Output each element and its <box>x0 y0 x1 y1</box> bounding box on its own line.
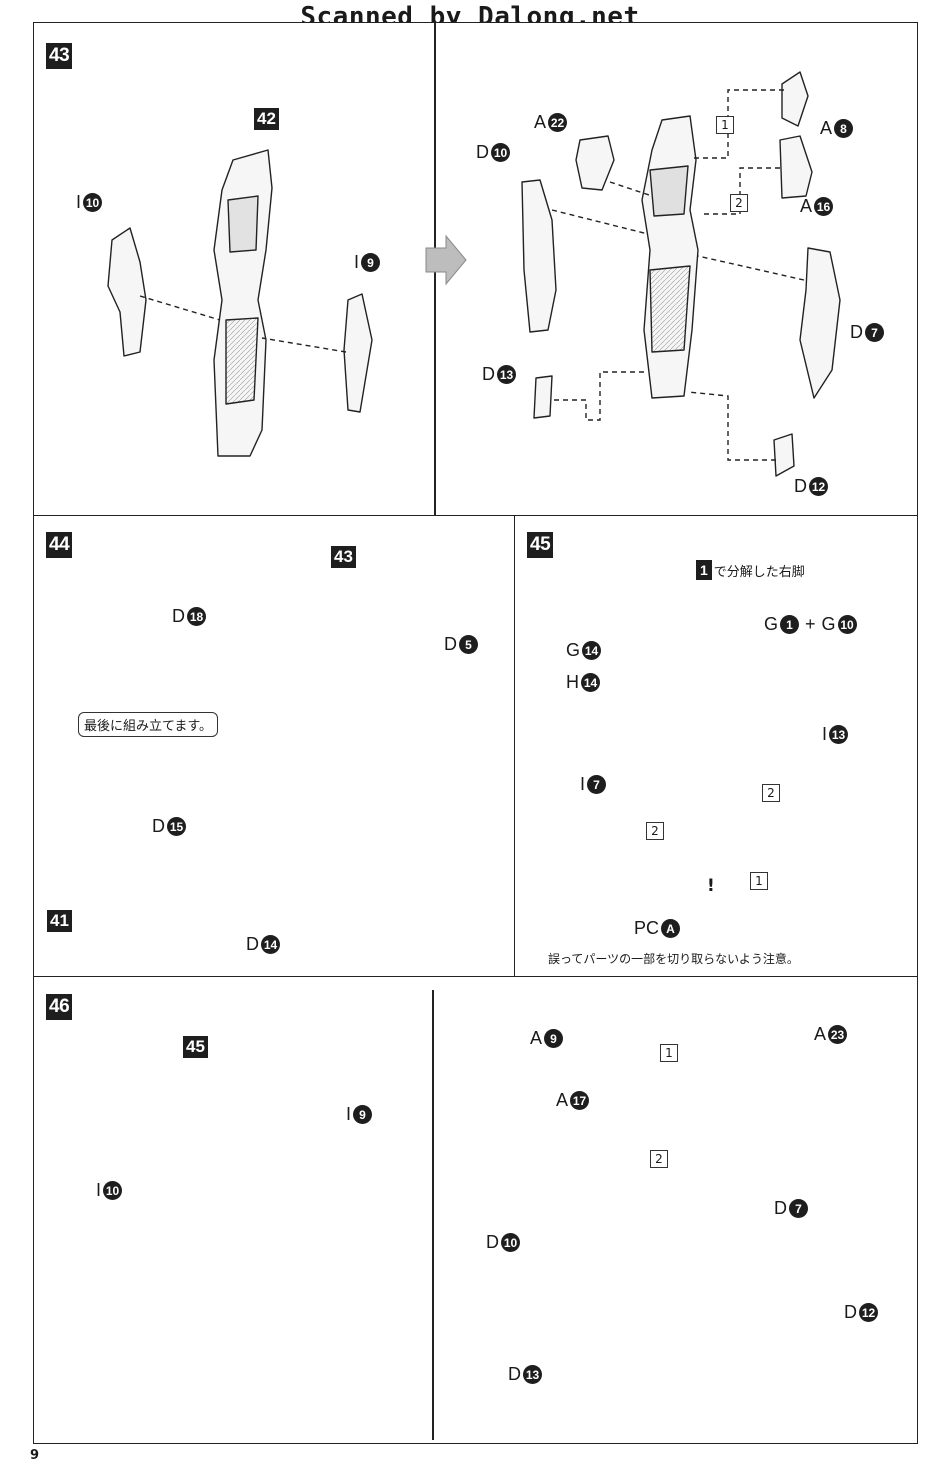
step-46-panel <box>33 976 918 1444</box>
order-1-43: 1 <box>716 116 734 134</box>
step-45-number: 45 <box>527 532 554 558</box>
part-d7-43 <box>799 247 841 399</box>
caution-note: 誤ってパーツの一部を切り取らないよう注意。 <box>548 952 799 966</box>
ref-step-41: 41 <box>47 910 72 932</box>
transition-arrow-43 <box>425 234 467 286</box>
part-i9-43 <box>343 293 373 413</box>
leg-part-43-left <box>213 149 273 457</box>
step-44-number: 44 <box>46 532 73 558</box>
callout-assemble-last: 最後に組み立てます。 <box>78 712 219 737</box>
order-1-45: 1 <box>750 872 768 890</box>
part-i10-43 <box>107 227 147 357</box>
page-number: 9 <box>30 1448 40 1463</box>
ref-step-43: 43 <box>331 546 356 568</box>
step-46-divider <box>432 990 434 1440</box>
ref-step-1: 1 <box>696 560 712 580</box>
step-46-number: 46 <box>46 994 73 1020</box>
ref-step-45: 45 <box>183 1036 208 1058</box>
ref-step-42: 42 <box>254 108 279 130</box>
leg-part-43-right <box>641 115 699 399</box>
step-43-number: 43 <box>46 43 73 69</box>
part-a16-43 <box>779 135 813 199</box>
order-1-46: 1 <box>660 1044 678 1062</box>
part-d10-43 <box>521 179 557 333</box>
part-d13-43 <box>533 375 553 419</box>
order-2-46: 2 <box>650 1150 668 1168</box>
step-45-panel <box>514 515 918 977</box>
part-a8-43 <box>781 71 809 127</box>
part-a22-43 <box>575 135 615 191</box>
order-2a-45: 2 <box>646 822 664 840</box>
step-43-panel <box>33 22 918 516</box>
warning-mark: ! <box>707 876 715 896</box>
part-d12-43 <box>773 433 795 477</box>
step-44-panel <box>33 515 515 977</box>
ref-step-1-caption: 1 で分解した右脚 <box>696 560 805 580</box>
order-2b-45: 2 <box>762 784 780 802</box>
order-2-43: 2 <box>730 194 748 212</box>
